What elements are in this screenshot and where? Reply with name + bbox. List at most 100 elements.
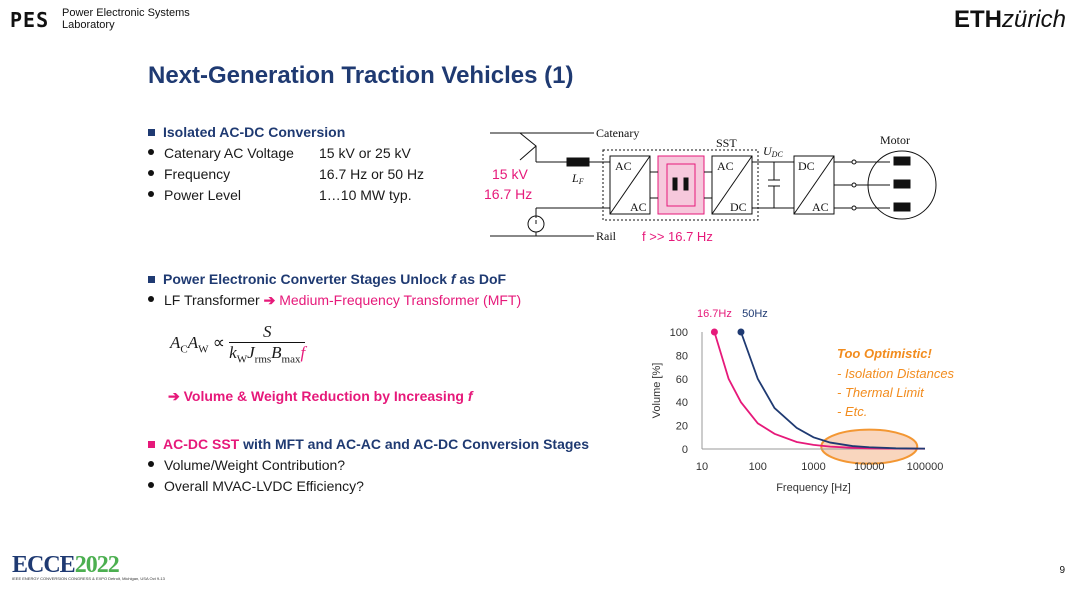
block-ac-bottom-2: AC <box>812 200 829 214</box>
page-number: 9 <box>1059 565 1065 576</box>
udc-label: UDC <box>763 144 783 159</box>
square-bullet-icon <box>148 129 155 136</box>
area-product-formula: ACA W ∝ S kWJrmsBmaxf <box>170 322 306 366</box>
reduction-statement: ➔ Volume & Weight Reduction by Increasin… <box>168 388 472 405</box>
square-bullet-icon <box>148 441 155 448</box>
block-ac-bottom: AC <box>630 200 647 214</box>
y-tick-label: 100 <box>670 327 688 339</box>
section2-heading-pre: Power Electronic Converter Stages Unlock <box>163 271 451 287</box>
formula-kw: W <box>236 353 248 366</box>
eth-italic: zürich <box>1001 6 1066 33</box>
x-tick-label: 100000 <box>907 461 944 473</box>
row-label: Frequency <box>164 166 231 182</box>
reduction-text: Volume & Weight Reduction by Increasing <box>183 388 468 404</box>
series-label-16.7Hz: 16.7Hz <box>697 308 732 320</box>
motor-label: Motor <box>880 133 910 147</box>
high-freq-label: f >> 16.7 Hz <box>642 229 713 244</box>
ecce-small-text: IEEE ENERGY CONVERSION CONGRESS & EXPO D… <box>12 576 165 581</box>
formula-fraction: S kWJrmsBmaxf <box>229 322 306 366</box>
square-bullet-icon <box>148 276 155 283</box>
x-tick-label: 100 <box>749 461 767 473</box>
section3-heading-rest: with MFT and AC-AC and AC-DC Conversion … <box>239 436 589 452</box>
y-tick-label: 0 <box>682 444 688 456</box>
x-tick-label: 1000 <box>801 461 825 473</box>
bullet-icon <box>148 191 154 197</box>
section3-bullet: Overall MVAC-LVDC Efficiency? <box>148 478 364 494</box>
eth-bold: ETH <box>953 6 1002 33</box>
lf-label: LF <box>571 171 584 186</box>
ecce-year: 2022 <box>74 552 120 578</box>
lab-name-line2: Laboratory <box>62 19 115 31</box>
series-line-16.7Hz <box>713 331 926 450</box>
section3-bullet: Volume/Weight Contribution? <box>148 457 345 473</box>
formula-f: f <box>300 343 306 362</box>
section3-bullet-text: Volume/Weight Contribution? <box>164 457 346 473</box>
formula-numerator: S <box>262 322 272 341</box>
section2-heading-post: as DoF <box>455 271 507 287</box>
bullet-icon <box>148 296 154 302</box>
row-value: 1…10 MW typ. <box>319 187 412 203</box>
bullet-icon <box>148 482 154 488</box>
annotation-title: Too Optimistic! <box>837 346 933 361</box>
series-start-point-16.7Hz <box>710 328 718 336</box>
y-axis-label: Volume [%] <box>651 363 663 419</box>
bullet-icon <box>148 170 154 176</box>
row-label: Power Level <box>164 187 242 203</box>
formula-a2: A <box>187 332 199 352</box>
formula-rms: rms <box>254 353 272 366</box>
section1-row: Frequency 16.7 Hz or 50 Hz <box>148 166 424 182</box>
freq-label: 16.7 Hz <box>484 186 532 202</box>
series-start-point-50Hz <box>737 328 745 336</box>
formula-c: C <box>180 342 188 355</box>
formula-max: max <box>281 353 301 366</box>
block-ac-top-2: AC <box>717 159 734 173</box>
series-label-50Hz: 50Hz <box>742 308 768 320</box>
section1-row: Catenary AC Voltage 15 kV or 25 kV <box>148 145 411 161</box>
formula-j: J <box>247 343 255 362</box>
section2-heading: Power Electronic Converter Stages Unlock… <box>148 271 506 287</box>
volume-vs-frequency-chart: 0 20 40 60 80 100 10 100 1000 10000 100000Frequenc… <box>651 308 955 494</box>
y-tick-label: 80 <box>676 350 688 362</box>
eth-logo: ETHzürich <box>954 6 1066 34</box>
block-dc-top: DC <box>798 159 815 173</box>
series-line-50Hz <box>740 331 926 450</box>
row-label: Catenary AC Voltage <box>164 145 294 161</box>
traction-circuit-diagram: Catenary SST UDC Motor LF Rail AC AC AC … <box>484 126 937 244</box>
x-tick-label: 10000 <box>854 461 885 473</box>
lab-name-line1: Power Electronic Systems <box>62 7 190 19</box>
x-tick-label: 10 <box>696 461 708 473</box>
section1-row: Power Level 1…10 MW typ. <box>148 187 412 203</box>
section2-heading-f: f <box>450 271 456 287</box>
formula-k: k <box>229 343 237 362</box>
section3-heading-red: AC-DC SST <box>163 436 240 452</box>
reduction-f: f <box>467 388 473 404</box>
y-tick-label: 20 <box>676 421 688 433</box>
section3-heading: AC-DC SST with MFT and AC-AC and AC-DC C… <box>148 436 589 452</box>
bullet-post: Medium-Frequency Transformer (MFT) <box>275 292 522 308</box>
section1-heading: Isolated AC-DC Conversion <box>148 124 345 140</box>
section2-bullet: LF Transformer ➔ Medium-Frequency Transf… <box>148 292 521 309</box>
voltage-label: 15 kV <box>492 166 528 182</box>
annotation-item: - Etc. <box>837 404 867 419</box>
row-value: 16.7 Hz or 50 Hz <box>319 166 425 182</box>
annotation-item: - Thermal Limit <box>837 385 925 400</box>
rail-label: Rail <box>596 229 617 243</box>
x-axis-label: Frequency [Hz] <box>776 482 851 494</box>
formula-b: B <box>271 343 282 362</box>
sst-label: SST <box>716 136 737 150</box>
bullet-icon <box>148 461 154 467</box>
y-tick-label: 40 <box>676 397 688 409</box>
pes-logo: PES <box>10 8 50 32</box>
catenary-label: Catenary <box>596 126 639 140</box>
section1-heading-text: Isolated AC-DC Conversion <box>163 124 346 140</box>
formula-prop: ∝ <box>212 332 225 352</box>
y-tick-label: 60 <box>676 374 688 386</box>
ecce-text: ECCE <box>12 552 76 578</box>
arrow-right-icon: ➔ <box>263 292 276 308</box>
row-value: 15 kV or 25 kV <box>319 145 411 161</box>
formula-a: A <box>170 332 181 352</box>
block-ac-top: AC <box>615 159 632 173</box>
bullet-pre: LF Transformer <box>164 292 264 308</box>
lab-name: Power Electronic Systems Laboratory <box>62 7 190 31</box>
annotation-item: - Isolation Distances <box>837 366 955 381</box>
